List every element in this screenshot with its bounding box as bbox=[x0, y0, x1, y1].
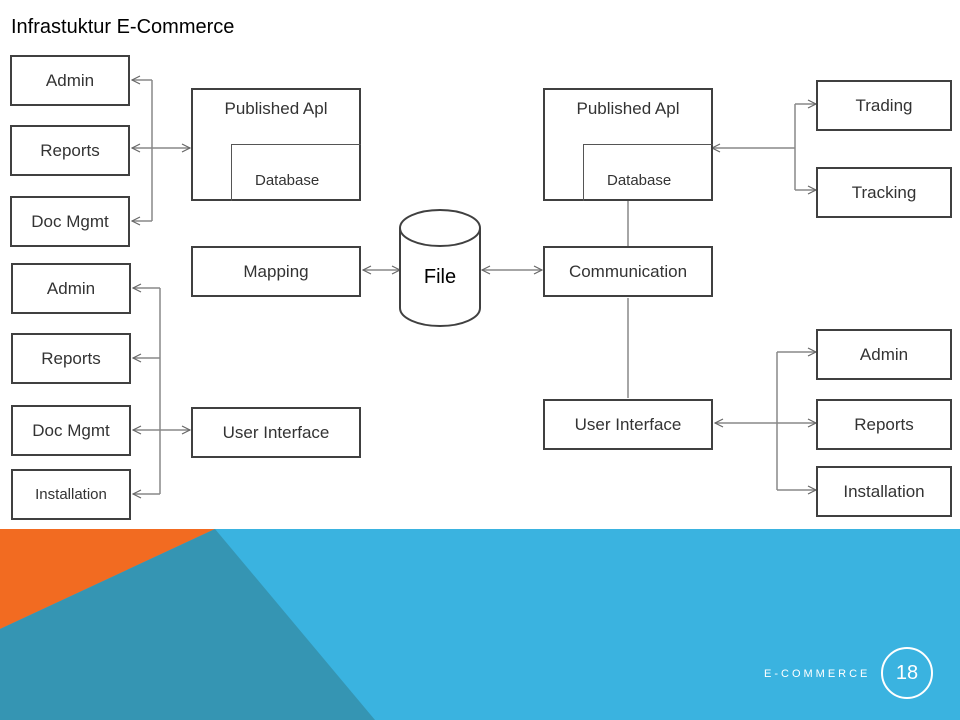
right-reports-box: Reports bbox=[816, 399, 952, 450]
right-admin-box: Admin bbox=[816, 329, 952, 380]
right-published-apl-title: Published Apl bbox=[576, 99, 680, 118]
file-label: File bbox=[423, 266, 457, 288]
left-reports-box: Reports bbox=[10, 125, 130, 176]
left-published-apl: Published Apl Database bbox=[191, 88, 361, 201]
left-database-label: Database bbox=[255, 172, 320, 189]
footer-band bbox=[0, 529, 960, 720]
communication-box: Communication bbox=[543, 246, 713, 297]
right-published-apl: Published Apl Database bbox=[543, 88, 713, 201]
left-reports-box-2: Reports bbox=[11, 333, 131, 384]
trading-box: Trading bbox=[816, 80, 952, 131]
right-database-label: Database bbox=[607, 172, 672, 189]
mapping-box: Mapping bbox=[191, 246, 361, 297]
footer-label: E-COMMERCE bbox=[764, 668, 871, 680]
page-number: 18 bbox=[881, 647, 933, 699]
left-admin-box-2: Admin bbox=[11, 263, 131, 314]
right-database-frame bbox=[583, 144, 713, 201]
left-database-frame bbox=[231, 144, 361, 201]
left-user-interface-box: User Interface bbox=[191, 407, 361, 458]
left-doc-mgmt-box-2: Doc Mgmt bbox=[11, 405, 131, 456]
left-admin-box: Admin bbox=[10, 55, 130, 106]
tracking-box: Tracking bbox=[816, 167, 952, 218]
slide-title: Infrastuktur E-Commerce bbox=[11, 16, 235, 38]
left-doc-mgmt-box: Doc Mgmt bbox=[10, 196, 130, 247]
footer-teal-shape bbox=[0, 529, 375, 720]
left-published-apl-title: Published Apl bbox=[224, 99, 328, 118]
right-installation-box: Installation bbox=[816, 466, 952, 517]
left-installation-box: Installation bbox=[11, 469, 131, 520]
file-cylinder bbox=[399, 209, 481, 327]
right-user-interface-box: User Interface bbox=[543, 399, 713, 450]
